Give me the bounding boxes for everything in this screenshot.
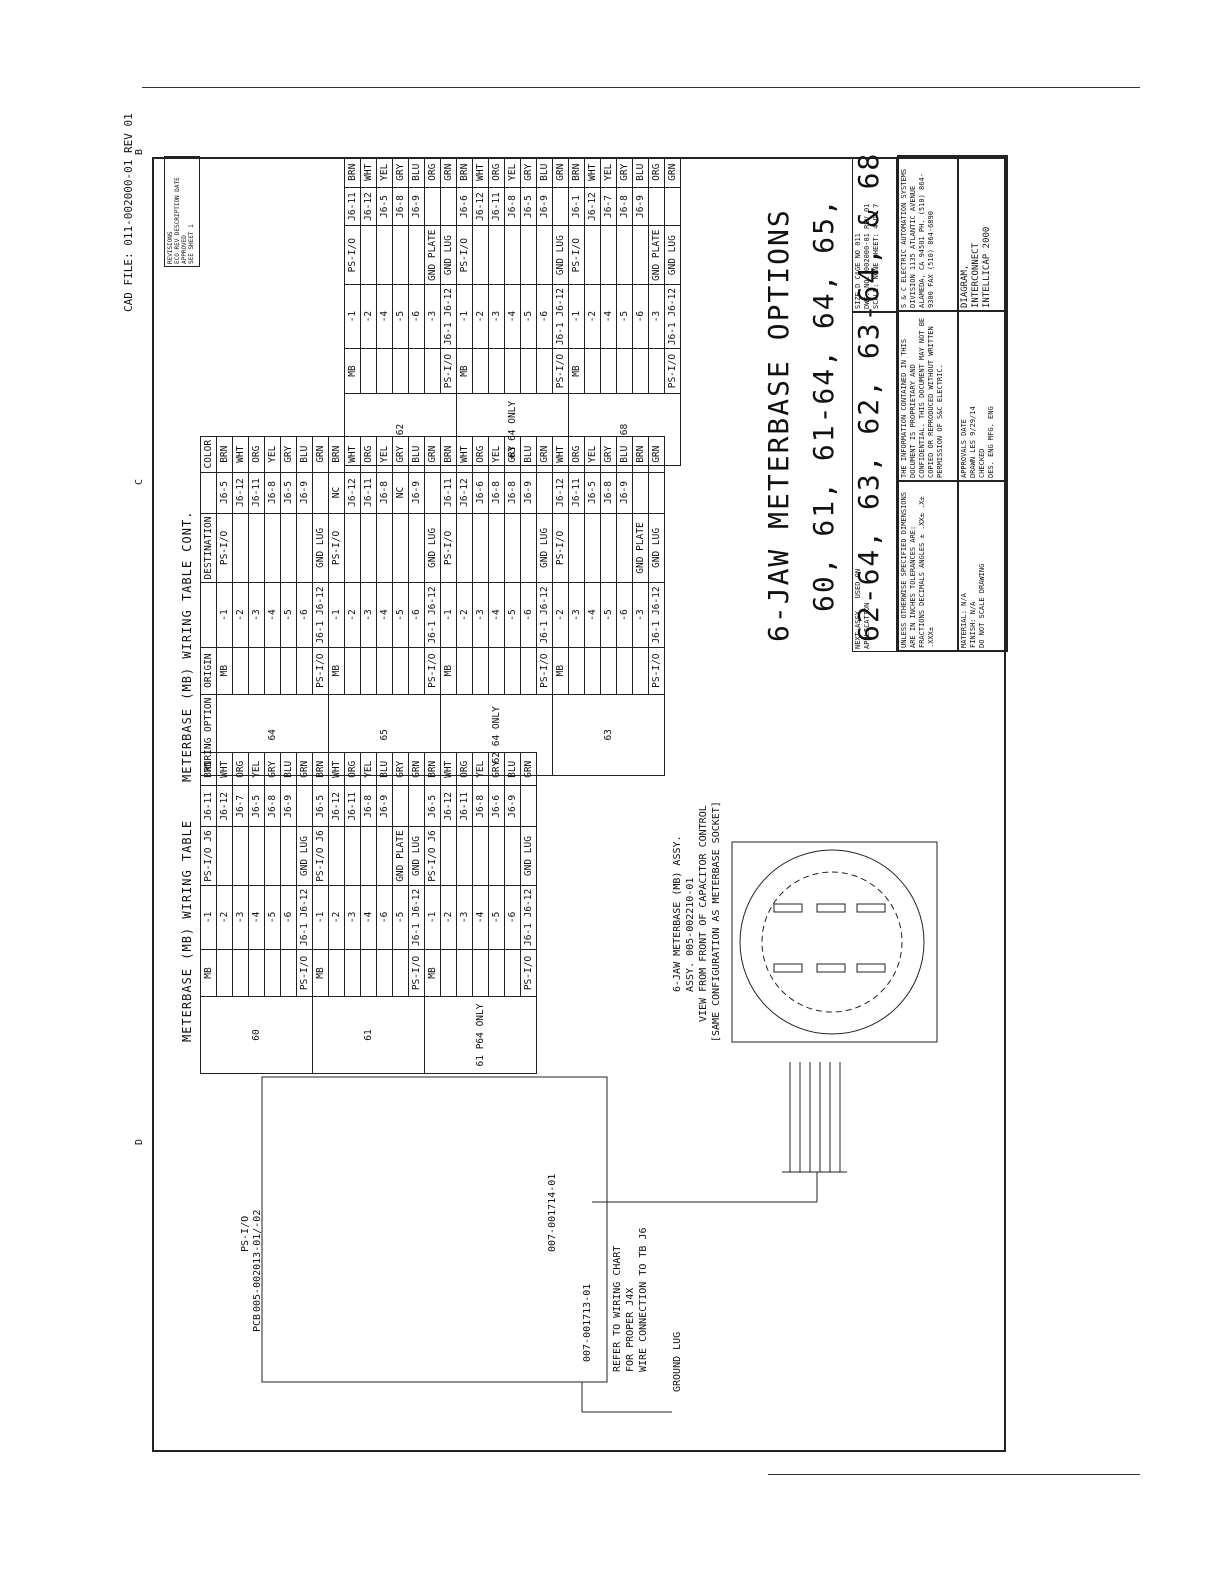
pcb-part3: 007-001713-01 <box>582 1283 593 1362</box>
note-refer-2: FOR PROPER J4X <box>625 1287 636 1372</box>
note-refer-3: WIRE CONNECTION TO TB J6 <box>638 1227 649 1373</box>
pcb-part: 005-002013-01/-02 <box>252 1209 263 1312</box>
top-rule <box>142 87 1140 88</box>
jaw-4 <box>816 903 846 913</box>
revisions-block: REVISIONS ECO REV DESCRIPTION DATE APPRO… <box>164 156 200 267</box>
size-dwg-block: SIZE D CAGE NO 011 DWG. NO. 002000-01 RE… <box>852 157 897 312</box>
material-finish: MATERIAL: N/A FINISH: N/A DO NOT SCALE D… <box>958 481 1007 651</box>
next-assy-block: NEXT ASSY USED ON APPLICATION <box>852 312 897 652</box>
jaw-2 <box>773 903 803 913</box>
approvals: APPROVALS DATE DRAWN LES 9/29/14 CHECKED… <box>958 311 1007 481</box>
ground-lug-label: GROUND LUG <box>672 1331 683 1392</box>
company-info: S & C ELECTRIC AUTOMATION SYSTEMS DIVISI… <box>898 156 958 311</box>
zone-top-d: D <box>134 1138 145 1146</box>
jaw-1 <box>773 963 803 973</box>
jaw-3 <box>816 963 846 973</box>
title-block: UNLESS OTHERWISE SPECIFIED DIMENSIONS AR… <box>897 155 1008 652</box>
zone-top-c: C <box>134 478 145 486</box>
pcb-label: PCB <box>252 1313 263 1332</box>
note-refer-1: REFER TO WIRING CHART <box>612 1245 623 1372</box>
pcb-part2: 007-001714-01 <box>547 1173 558 1252</box>
pcb-title: PS-I/O <box>240 1215 251 1252</box>
diagram-graphics <box>261 841 938 1413</box>
jaw-5 <box>856 963 886 973</box>
proprietary-note: THE INFORMATION CONTAINED IN THIS DOCUME… <box>898 311 958 481</box>
tolerance-note: UNLESS OTHERWISE SPECIFIED DIMENSIONS AR… <box>898 481 958 651</box>
zone-top-b: B <box>134 148 145 156</box>
drawing-title: DIAGRAM, INTERCONNECT INTELLICAP 2000 <box>958 156 1007 311</box>
bottom-rule <box>768 1474 1140 1475</box>
cad-file-label: CAD FILE: 011-002000-01 REV 01 <box>122 113 135 312</box>
jaw-6 <box>856 903 886 913</box>
